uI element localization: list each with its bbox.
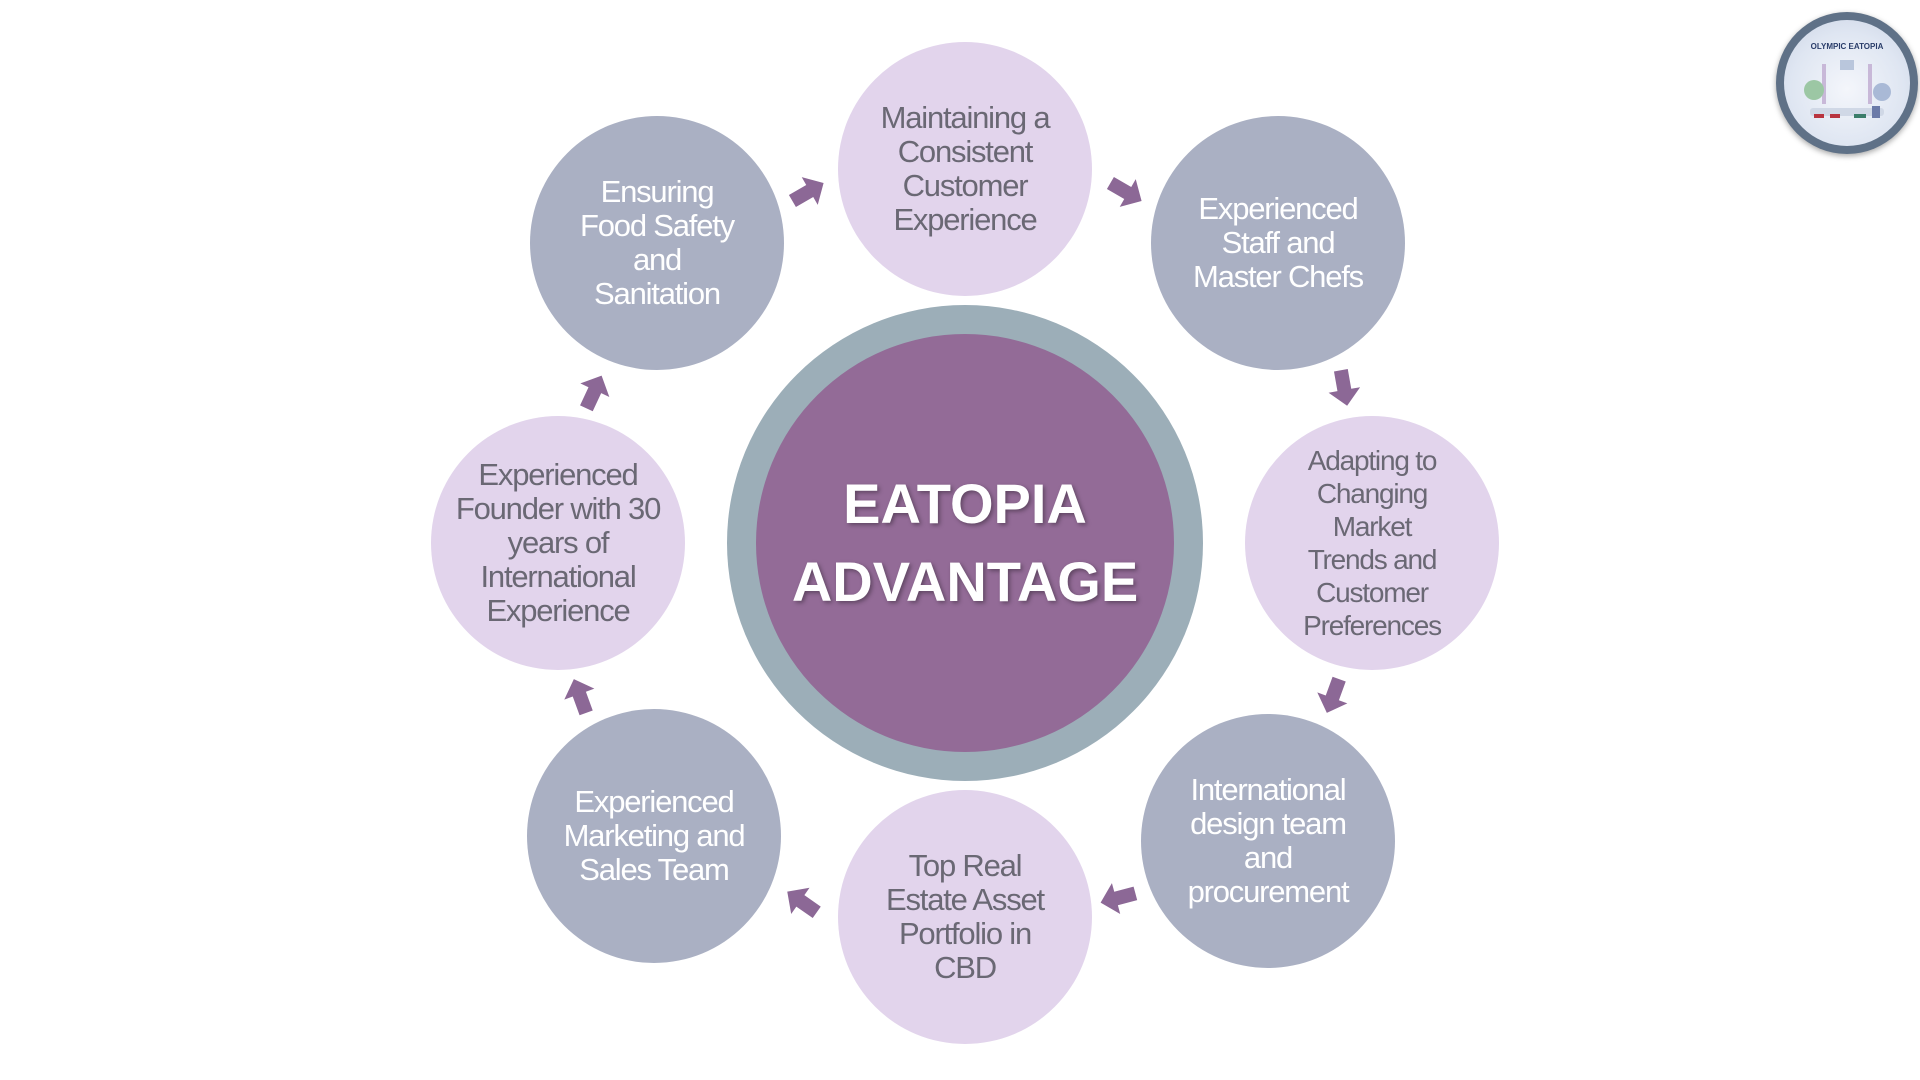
arrow-icon (778, 162, 838, 222)
node-line: Experienced (1198, 190, 1358, 226)
node-line: Sanitation (594, 276, 721, 312)
node-line: Food Safety (580, 207, 735, 243)
node-line: CBD (934, 950, 997, 986)
node-line: Customer (1316, 577, 1429, 609)
logo-illustration-icon (1804, 60, 1891, 118)
node-experienced-staff: Experienced Staff and Master Chefs (1151, 116, 1405, 370)
node-line: Founder with 30 (455, 490, 662, 526)
node-line: years of (507, 524, 610, 560)
node-adapting-trends: Adapting to Changing Market Trends and C… (1245, 416, 1499, 670)
logo-text: OLYMPIC EATOPIA (1810, 42, 1884, 51)
node-line: Ensuring (600, 173, 715, 209)
node-line: Estate Asset (886, 881, 1045, 917)
node-line: and (1243, 840, 1293, 875)
node-international-design: International design team and procuremen… (1141, 714, 1395, 968)
node-line: Top Real (908, 847, 1023, 883)
node-maintaining-experience: Maintaining a Consistent Customer Experi… (838, 42, 1092, 296)
node-line: Consistent (897, 133, 1034, 169)
node-line: Maintaining a (880, 99, 1051, 135)
node-real-estate: Top Real Estate Asset Portfolio in CBD (838, 790, 1092, 1044)
arrow-icon (1319, 363, 1370, 414)
node-line: Changing (1316, 477, 1428, 509)
arrow-icon (1091, 871, 1145, 925)
node-line: Marketing and (563, 817, 746, 853)
center-title-line2: ADVANTAGE (791, 550, 1139, 613)
node-line: Adapting to (1307, 444, 1438, 476)
arrow-icon (771, 871, 832, 932)
center-title-line1: EATOPIA (843, 471, 1087, 535)
arrow-icon (1096, 162, 1156, 222)
node-line: International (480, 559, 636, 595)
node-experienced-founder: Experienced Founder with 30 years of Int… (431, 416, 685, 670)
node-line: Sales Team (579, 852, 730, 888)
node-line: Preferences (1303, 610, 1442, 642)
node-line: Portfolio in (898, 916, 1032, 951)
brand-logo: OLYMPIC EATOPIA (1776, 12, 1918, 154)
logo-emblem: OLYMPIC EATOPIA (1784, 20, 1910, 146)
center-circle: EATOPIA ADVANTAGE (756, 334, 1174, 752)
node-line: Market (1332, 510, 1413, 542)
node-food-safety: Ensuring Food Safety and Sanitation (530, 116, 784, 370)
node-line: and (632, 242, 682, 277)
node-line: design team (1190, 805, 1347, 841)
node-line: Experience (486, 593, 630, 629)
node-line: Experience (893, 202, 1037, 238)
arrow-icon (565, 363, 623, 421)
node-line: Experienced (478, 456, 638, 492)
arrow-icon (1305, 668, 1361, 724)
node-line: Staff and (1221, 224, 1336, 260)
node-line: Customer (902, 168, 1029, 203)
arrow-icon (552, 668, 608, 724)
node-line: Experienced (574, 783, 734, 819)
node-line: procurement (1187, 874, 1350, 910)
node-line: International (1190, 771, 1346, 807)
node-line: Trends and (1307, 544, 1438, 575)
node-marketing-sales: Experienced Marketing and Sales Team (527, 709, 781, 963)
node-line: Master Chefs (1193, 259, 1364, 295)
